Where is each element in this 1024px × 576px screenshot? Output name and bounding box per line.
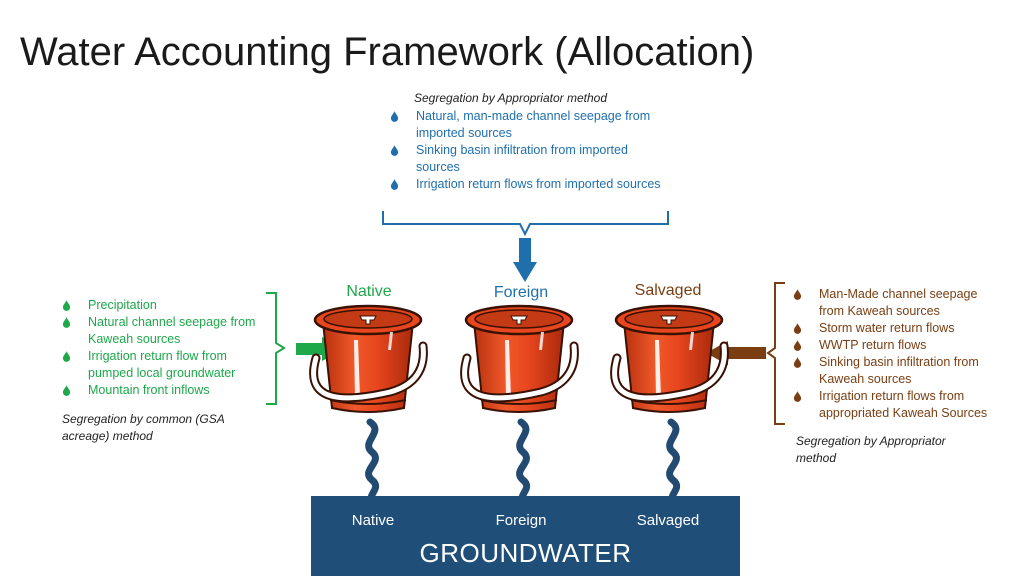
bucket-icon: [615, 306, 725, 412]
list-item: Irrigation return flows from imported so…: [390, 176, 665, 193]
groundwater-label-foreign: Foreign: [495, 512, 547, 529]
arrow-icon: [513, 238, 537, 282]
list-item-text: Natural channel seepage from Kaweah sour…: [88, 315, 256, 346]
list-item: Sinking basin infiltration from imported…: [390, 142, 665, 176]
groundwater-label-native: Native: [351, 512, 395, 529]
bucket-icon: [465, 306, 575, 412]
list-item-text: WWTP return flows: [819, 338, 927, 352]
top-list: Natural, man-made channel seepage from i…: [390, 108, 665, 193]
right-heading: Segregation by Appropriator method: [796, 434, 946, 465]
water-drop-icon: [62, 300, 71, 311]
water-drop-icon: [390, 145, 399, 156]
left-list: Precipitation Natural channel seepage fr…: [62, 297, 262, 399]
bucket-label-native: Native: [346, 283, 392, 300]
bucket-label-salvaged: Salvaged: [634, 282, 702, 299]
water-drop-icon: [793, 391, 802, 402]
list-item-text: Precipitation: [88, 298, 157, 312]
page-title: Water Accounting Framework (Allocation): [20, 30, 755, 74]
left-brace: [266, 292, 286, 405]
water-drop-icon: [390, 179, 399, 190]
list-item: WWTP return flows: [793, 337, 1003, 354]
right-brace: [766, 282, 785, 425]
list-item: Mountain front inflows: [62, 382, 262, 399]
arrow-icon: [706, 341, 766, 365]
water-drop-icon: [793, 289, 802, 300]
groundwater-title: GROUNDWATER: [419, 538, 632, 568]
groundwater-label-salvaged: Salvaged: [636, 512, 700, 529]
list-item-text: Mountain front inflows: [88, 383, 210, 397]
top-brace: [382, 211, 669, 237]
water-drop-icon: [390, 111, 399, 122]
bucket-icon: [314, 306, 424, 412]
list-item-text: Man-Made channel seepage from Kaweah sou…: [819, 287, 978, 318]
straw-icon: [365, 418, 380, 504]
water-drop-icon: [793, 340, 802, 351]
list-item-text: Natural, man-made channel seepage from i…: [416, 109, 651, 140]
list-item: Irrigation return flow from pumped local…: [62, 348, 262, 382]
water-drop-icon: [62, 317, 71, 328]
list-item-text: Irrigation return flows from appropriate…: [819, 389, 988, 420]
straw-icon: [666, 418, 681, 504]
list-item: Storm water return flows: [793, 320, 1003, 337]
water-drop-icon: [62, 385, 71, 396]
water-drop-icon: [793, 357, 802, 368]
right-list: Man-Made channel seepage from Kaweah sou…: [793, 286, 1003, 422]
left-heading: Segregation by common (GSA acreage) meth…: [62, 412, 225, 443]
water-drop-icon: [62, 351, 71, 362]
list-item-text: Sinking basin infiltration from Kaweah s…: [819, 355, 979, 386]
list-item: Natural channel seepage from Kaweah sour…: [62, 314, 262, 348]
list-item: Sinking basin infiltration from Kaweah s…: [793, 354, 1003, 388]
list-item-text: Storm water return flows: [819, 321, 955, 335]
straw-icon: [516, 418, 531, 504]
water-drop-icon: [793, 323, 802, 334]
list-item: Irrigation return flows from appropriate…: [793, 388, 1003, 422]
top-heading: Segregation by Appropriator method: [414, 91, 608, 105]
list-item-text: Irrigation return flows from imported so…: [416, 177, 661, 191]
groundwater-box: [311, 496, 740, 576]
list-item-text: Sinking basin infiltration from imported…: [416, 143, 628, 174]
list-item: Precipitation: [62, 297, 262, 314]
list-item: Man-Made channel seepage from Kaweah sou…: [793, 286, 1003, 320]
list-item-text: Irrigation return flow from pumped local…: [88, 349, 236, 380]
bucket-label-foreign: Foreign: [493, 284, 549, 301]
list-item: Natural, man-made channel seepage from i…: [390, 108, 665, 142]
